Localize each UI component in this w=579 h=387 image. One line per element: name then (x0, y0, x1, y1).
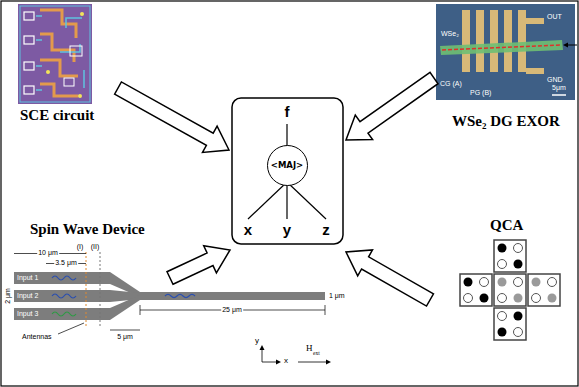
input-wire (287, 182, 326, 219)
axis-name: y (255, 337, 259, 345)
hollow-arrow (346, 250, 434, 306)
qca-dot (532, 294, 541, 303)
input-name: z (322, 222, 330, 238)
qca-dot (464, 278, 473, 287)
input-name: x (244, 222, 252, 238)
qca-dot (514, 278, 523, 287)
input-name: y (283, 222, 291, 238)
input-name: Input 2 (17, 292, 38, 299)
dimension-label: 3.5 μm (54, 259, 78, 266)
input-name: Input 3 (17, 310, 38, 317)
qca-dot (514, 294, 523, 303)
dimension-label: 25 μm (221, 306, 243, 313)
qca-cell (528, 274, 560, 306)
qca-cell (494, 308, 526, 340)
qca-dot (480, 278, 489, 287)
qca-dot (514, 260, 523, 269)
region-name: (II) (91, 243, 100, 250)
qca-cell-border (494, 308, 526, 340)
device-caption: WSe₂ DG EXOR (452, 114, 560, 130)
pointer-arrow-head (563, 43, 568, 48)
terminal-name: CG (A) (440, 80, 462, 87)
field-name: H (306, 344, 313, 353)
qca-dot (548, 278, 557, 287)
input-name: Input 1 (17, 274, 38, 281)
qca-dot (514, 312, 523, 321)
majority-gate-circle: <MAJ> (267, 145, 308, 186)
qca-dot (514, 328, 523, 337)
input-wire (248, 182, 287, 219)
input-wire (286, 182, 287, 219)
material-name: WSe₂ (441, 30, 459, 37)
gate-label: <MAJ> (271, 161, 303, 170)
device-caption: Spin Wave Device (30, 222, 145, 238)
qca-cell-border (494, 274, 526, 306)
qca-cell (460, 274, 492, 306)
majority-box (232, 98, 343, 244)
field-subscript: ext (313, 351, 320, 357)
qca-cell (494, 274, 526, 306)
terminal-name: GND (547, 76, 563, 83)
qca-cell-border (528, 274, 560, 306)
terminal-name: PG (B) (470, 89, 491, 96)
qca-dot (532, 278, 541, 287)
dimension-label: 2 μm (4, 288, 11, 304)
callout-label: Antennas (22, 333, 52, 340)
hollow-arrows (115, 72, 438, 306)
region-name: (I) (77, 243, 84, 250)
qca-dot (498, 294, 507, 303)
qca-dot (548, 294, 557, 303)
qca-dot (514, 244, 523, 253)
scale-bar-label: 5μm (552, 84, 566, 91)
dimension-label: 1 μm (329, 292, 345, 299)
wse2-device-image (436, 4, 575, 100)
qca-dot (498, 260, 507, 269)
hollow-arrow (346, 72, 438, 140)
axis-name: x (284, 357, 288, 365)
dimension-label: 10 μm (37, 249, 59, 256)
qca-dot (498, 244, 507, 253)
device-caption: SCE circuit (20, 108, 94, 124)
qca-dot (498, 278, 507, 287)
qca-dot (480, 294, 489, 303)
qca-cell-border (460, 274, 492, 306)
qca-cell-border (494, 240, 526, 272)
sce-layout-image (18, 4, 92, 104)
qca-dot (498, 312, 507, 321)
terminal-name: OUT (547, 13, 562, 20)
hollow-arrow (115, 82, 229, 152)
qca-dot (498, 328, 507, 337)
device-caption: QCA (490, 218, 523, 234)
qca-cells (460, 240, 560, 340)
hollow-arrow (167, 246, 230, 285)
output-name: f (285, 104, 290, 120)
dimension-label: 5 μm (117, 333, 133, 340)
qca-dot (464, 294, 473, 303)
qca-cell (494, 240, 526, 272)
